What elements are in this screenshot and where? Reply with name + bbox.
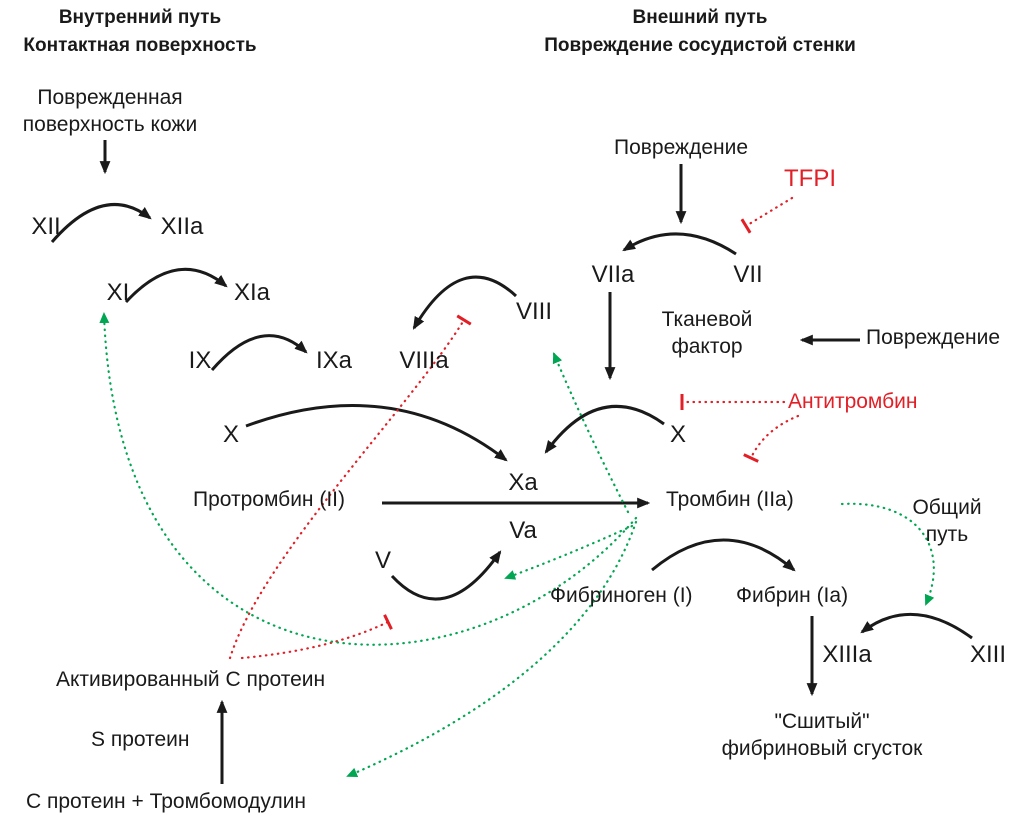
node-tissue-factor: Тканевой фактор	[661, 308, 753, 358]
node-factor-xi: XI	[106, 279, 130, 306]
node-factor-xia: XIa	[233, 279, 271, 306]
node-factor-vii: VII	[733, 261, 763, 288]
node-factor-va: Va	[509, 517, 537, 544]
node-factor-xa: Xa	[508, 469, 538, 496]
arrow-x-to-xa-extrinsic	[544, 404, 665, 454]
title-extrinsic-pathway: Внешний путь Повреждение сосудистой стен…	[544, 7, 856, 56]
inhibit-apc-viiia	[228, 314, 472, 660]
arrow-xiii-to-xiiia	[860, 613, 973, 640]
node-factor-ix: IX	[188, 347, 212, 374]
arrow-viii-to-viiia	[412, 275, 518, 330]
node-thrombin: Тромбин (IIa)	[666, 488, 794, 511]
node-fibrin-clot: "Сшитый" фибриновый сгусток	[721, 710, 923, 760]
node-factor-v: V	[374, 547, 392, 574]
arrow-xii-to-xiia	[50, 203, 152, 243]
arrow-x-to-xa-intrinsic	[245, 404, 508, 462]
node-factor-ixa: IXa	[315, 347, 353, 374]
arrow-ix-to-ixa	[210, 334, 308, 371]
inhibit-antithrombin-thrombin	[743, 414, 800, 463]
node-factor-x-extrinsic: X	[669, 421, 687, 448]
node-factor-x-intrinsic: X	[222, 421, 240, 448]
node-prothrombin: Протромбин (II)	[193, 488, 346, 511]
label-common-pathway: Общий путь	[912, 496, 982, 546]
node-factor-xiiia: XIIIa	[822, 641, 872, 668]
node-fibrinogen: Фибриноген (I)	[550, 584, 693, 607]
node-activated-protein-c: Активированный C протеин	[56, 668, 326, 691]
node-factor-viii: VIII	[515, 298, 553, 325]
arrow-v-to-va	[390, 550, 502, 601]
arrow-fibrinogen-to-fibrin	[651, 538, 796, 572]
arrow-vii-to-viia	[622, 232, 737, 256]
node-damage-top: Повреждение	[613, 136, 749, 159]
node-s-protein: S протеин	[91, 728, 190, 751]
label-antithrombin: Антитромбин	[788, 390, 918, 413]
inhibit-apc-va	[240, 614, 393, 660]
node-damaged-skin: Поврежденная поверхность кожи	[22, 86, 198, 136]
node-factor-viia: VIIa	[591, 261, 635, 288]
activate-thrombin-xi	[99, 312, 638, 646]
title-intrinsic-pathway: Внутренний путь Контактная поверхность	[23, 7, 257, 56]
node-factor-xiii: XIII	[969, 641, 1007, 668]
inhibit-tfpi-viia	[740, 196, 794, 234]
arrow-xi-to-xia	[124, 267, 228, 304]
activate-thrombin-viii	[552, 352, 630, 514]
node-protein-c-thrombomodulin: C протеин + Тромбомодулин	[26, 790, 307, 813]
node-factor-viiia: VIIIa	[399, 347, 449, 374]
node-factor-xii: XII	[31, 213, 61, 240]
label-tfpi: TFPI	[784, 165, 836, 192]
node-factor-xiia: XIIa	[160, 213, 204, 240]
node-fibrin: Фибрин (Ia)	[736, 584, 849, 607]
node-damage-right: Повреждение	[866, 326, 1001, 349]
activate-thrombin-xiii	[840, 502, 935, 606]
